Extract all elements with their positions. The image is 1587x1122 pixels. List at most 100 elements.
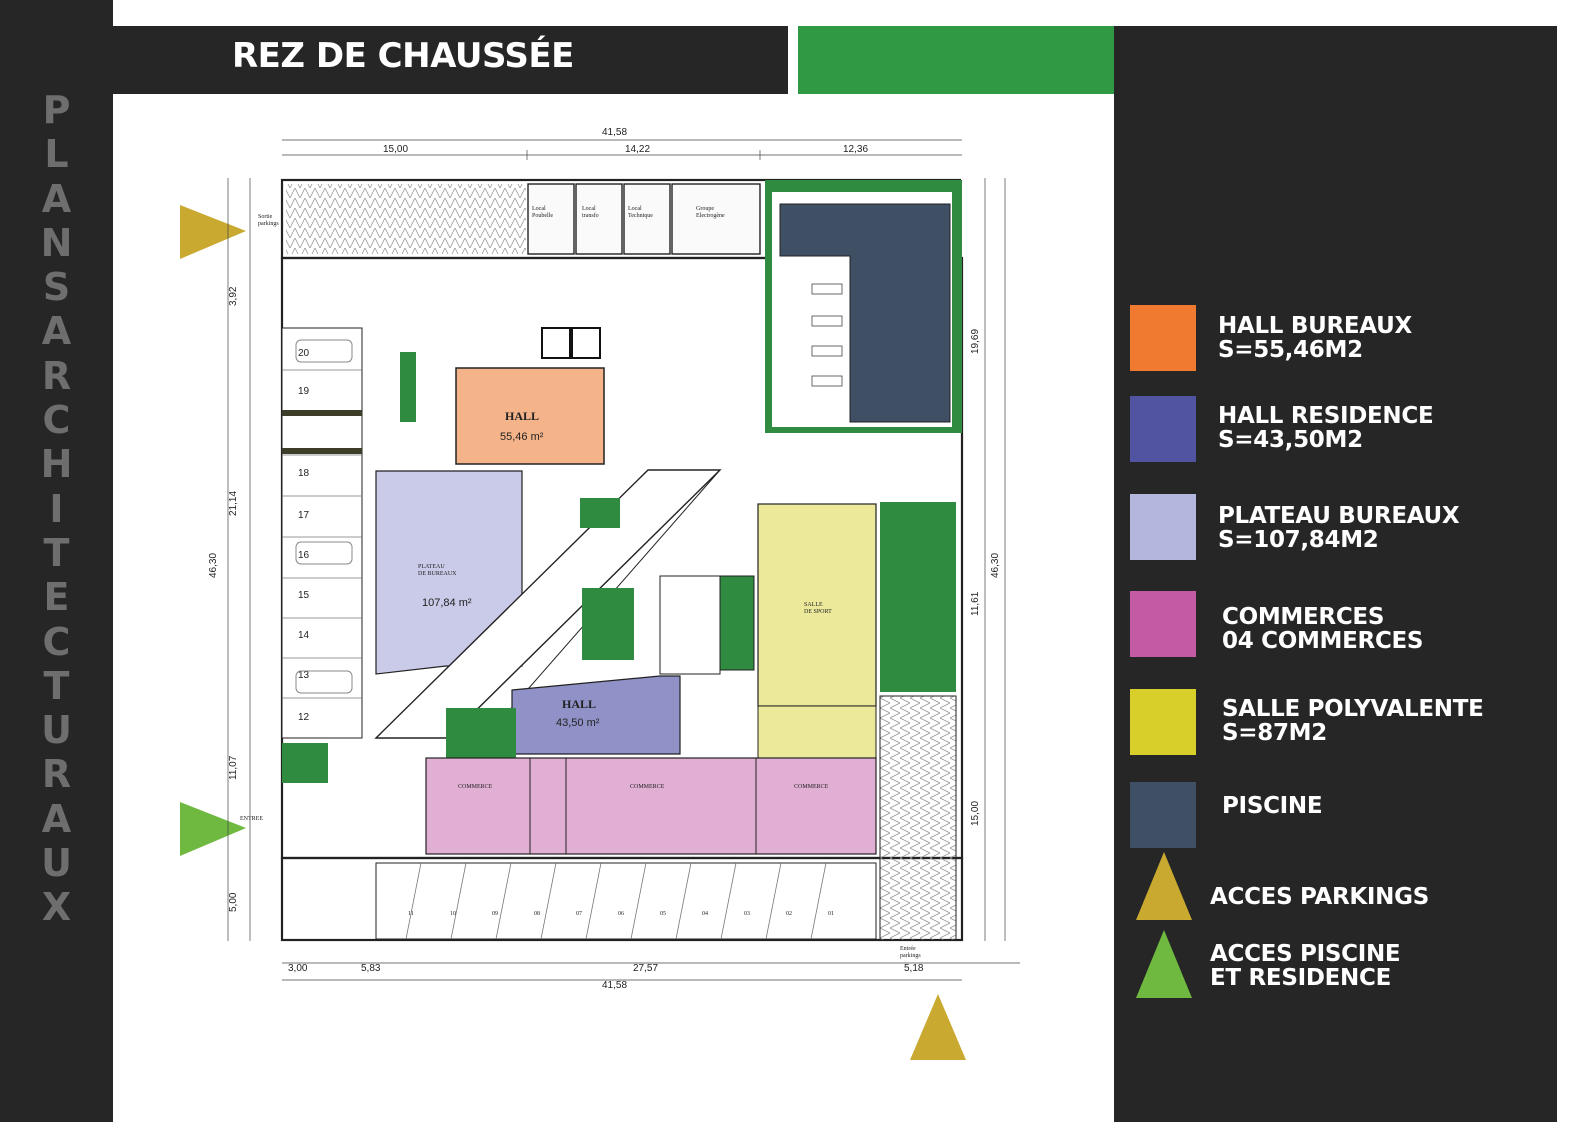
dim-bottom-b: 5,83 [361, 963, 381, 974]
dim-bottom-total: 41,58 [602, 980, 627, 991]
dim-top-b: 14,22 [625, 144, 650, 155]
hall-residence-room [511, 675, 681, 755]
side-title-letter: T [43, 530, 70, 575]
legend-swatch [1130, 782, 1196, 848]
side-title-letter: U [41, 841, 72, 886]
ramp-top [286, 184, 526, 254]
legend-swatch [1130, 494, 1196, 560]
dim-bottom-d: 5,18 [904, 963, 924, 974]
left-side-bar [0, 0, 113, 1122]
dim-top-c: 12,36 [843, 144, 868, 155]
parking-number: 01 [828, 911, 834, 917]
salle-de-sport-room [757, 503, 877, 707]
side-title-letter: A [41, 796, 72, 841]
entree-arrow-icon [180, 802, 246, 856]
parking-number: 04 [702, 911, 708, 917]
dim-right-b: 11,61 [970, 591, 981, 616]
legend-label-hall-bureaux: HALL BUREAUX S=55,46M2 [1218, 313, 1412, 363]
legend-label-acces-piscine: ACCES PISCINE ET RESIDENCE [1210, 941, 1401, 991]
commerce-label: COMMERCE [794, 784, 829, 790]
dim-top-a: 15,00 [383, 144, 408, 155]
hall-residence-name: HALL [562, 697, 596, 711]
side-title-letter: I [49, 486, 64, 531]
commerces-row [425, 757, 877, 855]
side-title-letter: L [44, 132, 69, 177]
side-title-letter: R [41, 353, 72, 398]
side-title-letter: U [41, 708, 72, 753]
legend-label-salle-polyvalente: SALLE POLYVALENTE S=87M2 [1222, 696, 1484, 746]
parking-number: 02 [786, 911, 792, 917]
side-title-letter: S [42, 265, 71, 310]
dim-left-d: 5,00 [228, 892, 239, 912]
parking-number: 15 [298, 590, 310, 601]
parking-number: 09 [492, 911, 498, 917]
parking-number: 19 [298, 386, 310, 397]
garden-right [880, 502, 956, 692]
entree-label: ENTREE [240, 816, 263, 822]
legend-item-commerces [1130, 591, 1196, 657]
side-title-letter: E [43, 575, 70, 620]
legend-swatch [1130, 305, 1196, 371]
dim-bottom-c: 27,57 [633, 963, 658, 974]
side-title-letter: R [41, 752, 72, 797]
ramp-right [879, 695, 957, 941]
legend-panel [1114, 26, 1557, 1122]
page-title: REZ DE CHAUSSÉE [232, 36, 574, 76]
residence-access-triangle-icon [1136, 930, 1192, 998]
parking-number: 03 [744, 911, 750, 917]
side-title-letter: C [42, 398, 71, 443]
legend-label-piscine: PISCINE [1222, 793, 1323, 819]
legend-item-hall-residence [1130, 396, 1196, 462]
dim-top-total: 41,58 [602, 127, 627, 138]
plateau-area: 107,84 m² [422, 597, 472, 609]
parking-number: 17 [298, 510, 310, 521]
parking-number: 20 [298, 348, 310, 359]
side-title-letter: C [42, 619, 71, 664]
commerce-label: COMMERCE [458, 784, 493, 790]
side-title-letter: A [41, 176, 72, 221]
side-title-letter: A [41, 309, 72, 354]
dim-left-c: 11,07 [228, 755, 239, 780]
side-title-letter: N [40, 220, 73, 265]
dimension-lines [227, 139, 1020, 981]
legend-label-plateau-bureaux: PLATEAU BUREAUX S=107,84M2 [1218, 503, 1460, 553]
legend-item-plateau-bureaux [1130, 494, 1196, 560]
side-title-letter: P [42, 88, 71, 132]
parking-number: 13 [298, 670, 310, 681]
parking-number: 16 [298, 550, 310, 561]
side-title-letter: H [40, 442, 73, 487]
legend-swatch [1130, 689, 1196, 755]
parking-number: 08 [534, 911, 540, 917]
dim-bottom-a: 3,00 [288, 963, 308, 974]
commerce-label: COMMERCE [630, 784, 665, 790]
legend-item-salle-polyvalente [1130, 689, 1196, 755]
side-title-letter: T [43, 663, 70, 708]
legend-swatch [1130, 591, 1196, 657]
legend-swatch [1130, 396, 1196, 462]
dim-right-total: 46,30 [990, 553, 1001, 578]
parking-number: 06 [618, 911, 624, 917]
swimming-pool [779, 203, 951, 423]
sortie-parkings-arrow-icon [180, 205, 246, 259]
hall-bureaux-area: 55,46 m² [500, 431, 544, 443]
legend-label-commerces: COMMERCES 04 COMMERCES [1222, 604, 1424, 654]
parking-number: 14 [298, 630, 310, 641]
legend-item-piscine [1130, 782, 1196, 848]
parking-number: 05 [660, 911, 666, 917]
hall-bureaux-room [455, 367, 605, 465]
dim-left-a: 3,92 [228, 286, 239, 306]
dim-left-b: 21,14 [228, 491, 239, 516]
legend-item-hall-bureaux [1130, 305, 1196, 371]
dim-right-a: 19,69 [970, 329, 981, 354]
hall-bureaux-name: HALL [505, 409, 539, 423]
legend-label-acces-parkings: ACCES PARKINGS [1210, 884, 1429, 910]
parking-access-triangle-icon [1136, 852, 1192, 920]
